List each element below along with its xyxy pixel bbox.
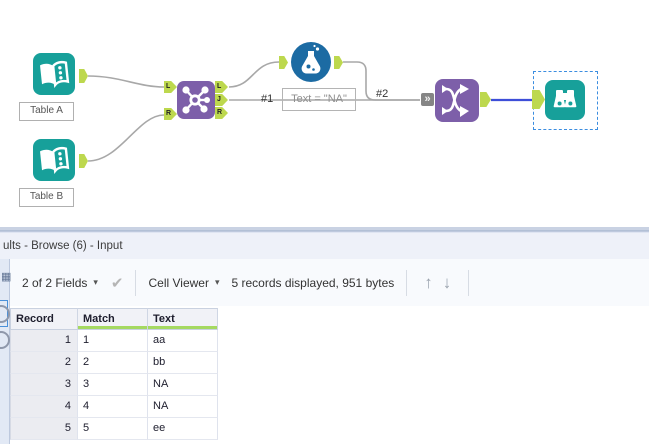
connection-1-label: #1 <box>261 93 274 105</box>
table-cell[interactable]: 3 <box>10 374 78 396</box>
browse-input-anchor[interactable] <box>532 90 545 109</box>
union-output-anchor[interactable] <box>480 92 491 107</box>
table-cell[interactable]: 3 <box>78 374 148 396</box>
table-cell[interactable]: ee <box>148 418 218 440</box>
table-cell[interactable]: 5 <box>10 418 78 440</box>
wire-tablea-to-join[interactable] <box>87 75 165 88</box>
table-cell[interactable]: 1 <box>10 330 78 352</box>
records-info: 5 records displayed, 951 bytes <box>231 275 395 290</box>
toolbar-separator <box>468 269 470 296</box>
join-output-anchor-j[interactable]: J <box>215 94 228 106</box>
formula-output-anchor[interactable] <box>334 56 343 69</box>
union-tool[interactable] <box>435 79 479 122</box>
table-cell[interactable]: bb <box>148 352 218 374</box>
wire-tableb-to-join[interactable] <box>87 114 165 162</box>
browse-tool[interactable] <box>545 80 585 120</box>
input-data-tool-b[interactable] <box>33 139 75 181</box>
formula-tool[interactable] <box>291 42 331 82</box>
scroll-up-icon[interactable]: ↑ <box>424 272 433 292</box>
input-b-label[interactable]: Table B <box>19 188 74 207</box>
fields-selector[interactable]: 2 of 2 Fields <box>22 275 88 290</box>
formula-flask-icon <box>291 42 331 82</box>
input-a-output-anchor[interactable] <box>79 69 88 83</box>
table-cell[interactable]: 1 <box>78 330 148 352</box>
cell-viewer-selector[interactable]: Cell Viewer <box>148 275 209 290</box>
input-data-icon <box>33 139 75 181</box>
wire-join-l-to-formula[interactable] <box>228 61 280 88</box>
binoculars-icon <box>545 80 585 120</box>
grid-view-icon[interactable]: ▦ <box>1 271 12 283</box>
grid-header-row: Record Match Text <box>10 308 218 330</box>
apply-check-icon[interactable]: ✔ <box>110 274 124 292</box>
column-header-match[interactable]: Match <box>78 308 148 330</box>
cell-viewer-caret-icon[interactable]: ▾ <box>214 277 220 287</box>
table-cell[interactable]: NA <box>148 396 218 418</box>
join-icon <box>177 81 215 119</box>
toolbar-separator <box>135 269 137 296</box>
wire-formula-to-union[interactable] <box>343 61 420 101</box>
table-cell[interactable]: aa <box>148 330 218 352</box>
column-header-record[interactable]: Record <box>10 308 78 330</box>
workflow-canvas[interactable]: Table A Table B <box>0 0 649 227</box>
column-header-text[interactable]: Text <box>148 308 218 330</box>
table-cell[interactable]: 4 <box>78 396 148 418</box>
results-panel-title: ults - Browse (6) - Input <box>3 240 123 252</box>
join-input-anchor-l[interactable]: L <box>164 81 177 93</box>
table-cell[interactable]: 4 <box>10 396 78 418</box>
panel-divider[interactable] <box>0 227 649 233</box>
join-output-anchor-r[interactable]: R <box>215 107 228 119</box>
results-panel-header: ults - Browse (6) - Input <box>0 233 649 259</box>
toolbar-separator <box>406 269 408 296</box>
table-cell[interactable]: NA <box>148 374 218 396</box>
connection-wires <box>87 61 533 162</box>
table-cell[interactable]: 5 <box>78 418 148 440</box>
connection-2-label: #2 <box>376 88 389 100</box>
view-mode-icon[interactable] <box>0 305 10 323</box>
join-input-anchor-r[interactable]: R <box>164 108 177 120</box>
join-tool[interactable] <box>177 81 215 119</box>
scroll-down-icon[interactable]: ↓ <box>442 272 452 292</box>
join-output-anchor-l[interactable]: L <box>215 81 228 93</box>
input-data-icon <box>33 53 75 95</box>
stacked-connections-marker[interactable]: » <box>421 93 434 106</box>
table-cell[interactable]: 2 <box>78 352 148 374</box>
union-icon <box>435 79 479 122</box>
table-cell[interactable]: 2 <box>10 352 78 374</box>
input-b-output-anchor[interactable] <box>79 154 88 168</box>
input-data-tool-a[interactable] <box>33 53 75 95</box>
results-left-strip: ▦ <box>0 259 12 444</box>
results-toolbar: 2 of 2 Fields ▾ ✔ Cell Viewer ▾ 5 record… <box>0 259 649 306</box>
formula-annotation[interactable]: Text = "NA" <box>282 88 356 111</box>
fields-caret-icon[interactable]: ▾ <box>93 277 98 287</box>
formula-input-anchor[interactable] <box>279 56 288 69</box>
input-a-label[interactable]: Table A <box>19 102 74 121</box>
view-mode-icon[interactable] <box>0 331 10 349</box>
